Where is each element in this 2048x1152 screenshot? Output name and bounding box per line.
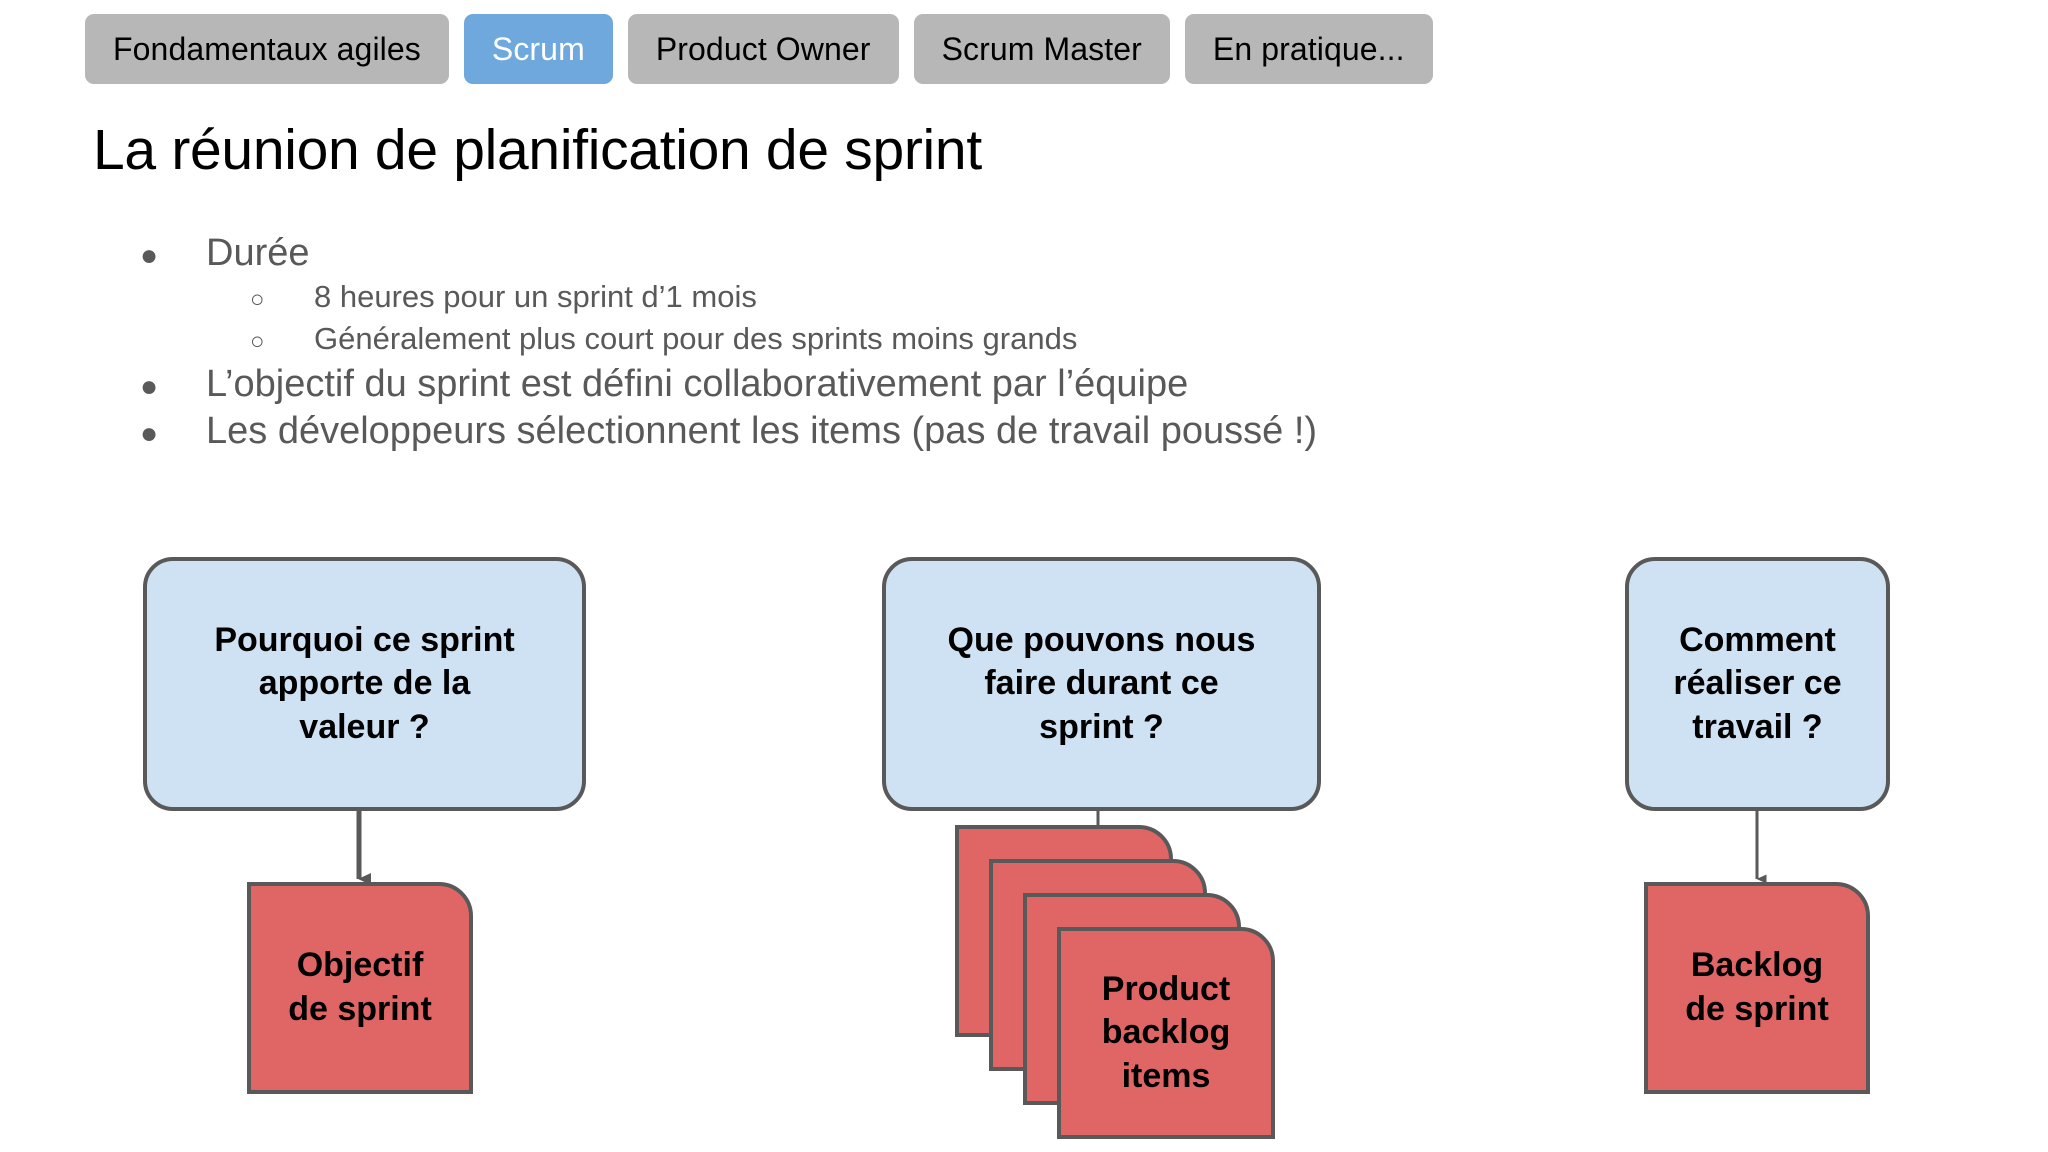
output-card-sprint-goal: Objectif de sprint xyxy=(247,882,473,1094)
tab-bar: Fondamentaux agiles Scrum Product Owner … xyxy=(85,14,1433,84)
output-card-sprint-backlog: Backlog de sprint xyxy=(1644,882,1870,1094)
output-card-pbi-stack-layer xyxy=(955,825,1173,1037)
tab-label: Scrum Master xyxy=(941,30,1142,67)
bullet-circle-icon: ○ xyxy=(250,328,265,355)
tab-scrum[interactable]: Scrum xyxy=(463,14,613,84)
question-box-what: Que pouvons nous faire durant ce sprint … xyxy=(882,557,1321,811)
tab-fondamentaux-agiles[interactable]: Fondamentaux agiles xyxy=(85,14,449,84)
list-item-label: 8 heures pour un sprint d’1 mois xyxy=(314,279,757,314)
question-box-why: Pourquoi ce sprint apporte de la valeur … xyxy=(143,557,586,811)
list-item: ● Les développeurs sélectionnent les ite… xyxy=(140,410,1840,453)
list-item-label: L’objectif du sprint est défini collabor… xyxy=(206,363,1189,405)
list-item: ○ 8 heures pour un sprint d’1 mois xyxy=(250,279,1840,315)
output-card-product-backlog-items: Product backlog items xyxy=(1057,927,1275,1139)
page-title: La réunion de planification de sprint xyxy=(93,118,982,182)
tab-label: Scrum xyxy=(491,30,585,67)
tab-label: Product Owner xyxy=(655,30,871,67)
bullet-circle-icon: ○ xyxy=(250,286,265,313)
question-box-how: Comment réaliser ce travail ? xyxy=(1625,557,1890,811)
tab-scrum-master[interactable]: Scrum Master xyxy=(913,14,1170,84)
bullet-disc-icon: ● xyxy=(140,370,159,403)
bullet-list: ● Durée ○ 8 heures pour un sprint d’1 mo… xyxy=(140,232,1840,457)
list-item-label: Généralement plus court pour des sprints… xyxy=(314,321,1078,356)
tab-label: En pratique... xyxy=(1212,30,1405,67)
list-item: ● L’objectif du sprint est défini collab… xyxy=(140,363,1840,406)
output-card-pbi-stack-layer xyxy=(1023,893,1241,1105)
list-item: ● Durée xyxy=(140,232,1840,275)
list-item-label: Les développeurs sélectionnent les items… xyxy=(206,410,1318,452)
bullet-disc-icon: ● xyxy=(140,417,159,450)
bullet-disc-icon: ● xyxy=(140,239,159,272)
output-card-pbi-stack-layer xyxy=(989,859,1207,1071)
tab-label: Fondamentaux agiles xyxy=(113,30,421,67)
list-item-label: Durée xyxy=(206,232,310,274)
list-item: ○ Généralement plus court pour des sprin… xyxy=(250,321,1840,357)
tab-en-pratique[interactable]: En pratique... xyxy=(1184,14,1433,84)
tab-product-owner[interactable]: Product Owner xyxy=(627,14,899,84)
